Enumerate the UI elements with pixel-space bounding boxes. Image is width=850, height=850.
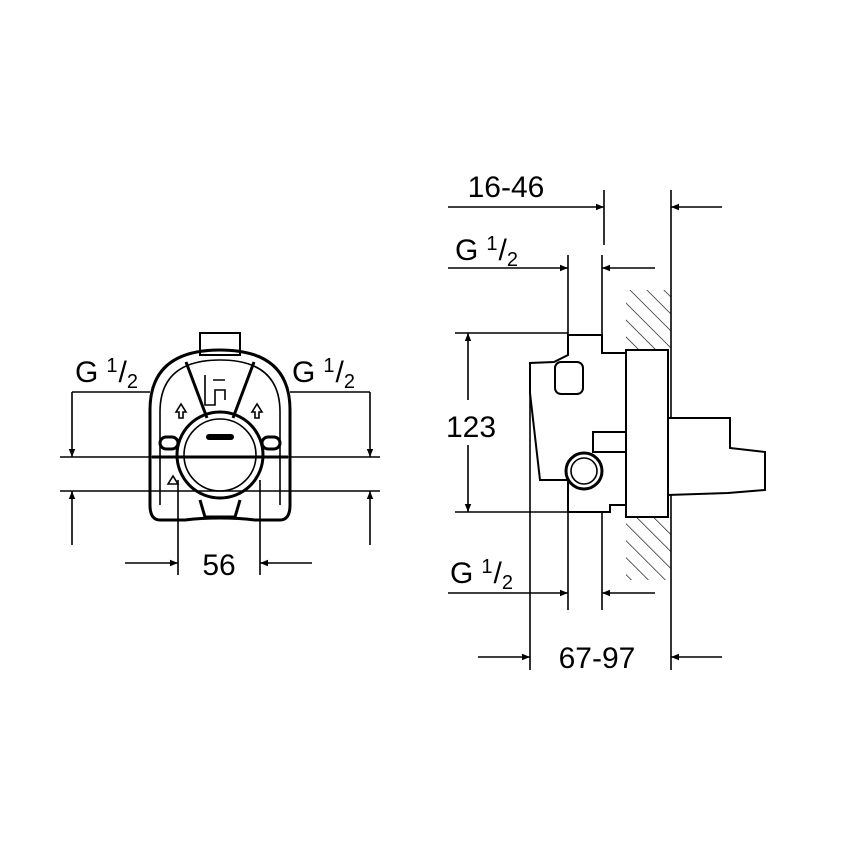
dim-123-label: 123: [446, 411, 496, 444]
cartridge-stem: [667, 417, 766, 497]
central-knob-inner: [183, 418, 257, 492]
bottom-notch: [198, 499, 242, 519]
wall-hatch-bottom: [626, 517, 671, 580]
wall-hatch-top: [626, 290, 671, 350]
wedge-left: [184, 361, 209, 419]
bottom-outlet-inner: [570, 457, 598, 485]
dim-56-label: 56: [202, 549, 235, 582]
dim-67-97-label: 67-97: [559, 642, 636, 675]
arrow-up-left-icon: [174, 402, 188, 419]
bottom-outlet: [564, 451, 604, 491]
thread-outlet: [554, 361, 584, 395]
mounting-plate: [625, 349, 669, 518]
schematic-mark: [204, 375, 226, 406]
recycle-icon: [166, 474, 180, 485]
brand-logo: [206, 434, 234, 440]
port-right: [260, 435, 282, 451]
dim-16-46-label: 16-46: [468, 171, 545, 204]
body-lug: [592, 431, 627, 453]
central-knob: [175, 410, 265, 500]
valve-body-inner: [159, 359, 281, 505]
port-left: [158, 435, 180, 451]
wedge-right: [231, 361, 256, 419]
arrow-up-right-icon: [250, 402, 264, 419]
